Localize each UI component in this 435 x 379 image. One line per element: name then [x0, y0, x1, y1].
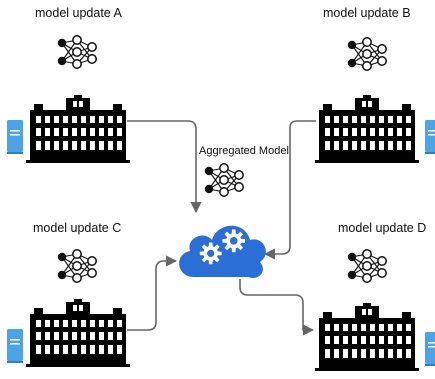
label-model-update-a: model update A — [35, 6, 122, 20]
building-icon — [26, 299, 130, 367]
neural-network-icon — [57, 35, 97, 69]
arrow-cloud-to-d — [239, 279, 315, 336]
server-icon — [425, 120, 435, 154]
building-icon — [26, 95, 130, 163]
neural-network-icon — [204, 163, 244, 197]
neural-network-icon — [57, 249, 97, 283]
label-model-update-b: model update B — [323, 6, 411, 20]
server-icon — [7, 329, 23, 363]
building-icon — [315, 303, 419, 371]
arrow-b-to-cloud — [263, 120, 316, 260]
label-model-update-d: model update D — [338, 221, 427, 235]
neural-network-icon — [347, 249, 387, 283]
server-icon — [425, 332, 435, 366]
neural-network-icon — [347, 37, 387, 71]
server-icon — [7, 120, 23, 154]
connectors — [127, 120, 316, 336]
arrow-c-to-cloud — [127, 255, 178, 331]
cloud-gears-icon — [179, 225, 266, 278]
label-model-update-c: model update C — [33, 221, 122, 235]
building-icon — [315, 95, 419, 163]
label-aggregated-model: Aggregated Model — [199, 145, 289, 157]
arrow-a-to-cloud — [127, 120, 202, 214]
